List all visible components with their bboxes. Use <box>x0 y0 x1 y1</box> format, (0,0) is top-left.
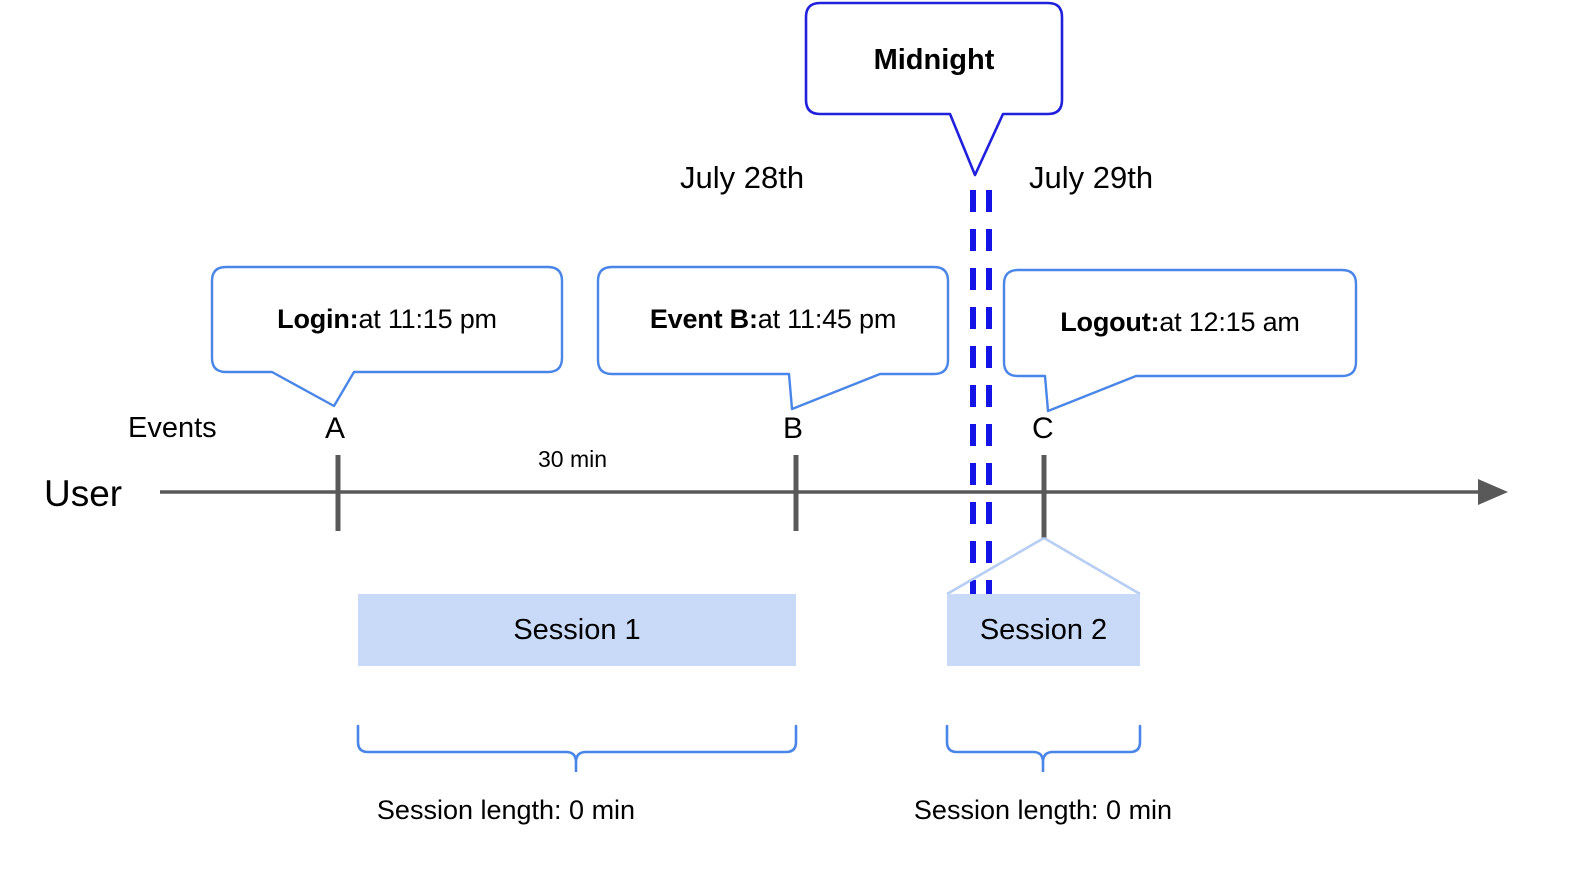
session-box-1: Session 1 <box>358 594 796 666</box>
row-label-user: User <box>44 473 123 514</box>
midnight-callout-shape <box>804 1 1064 177</box>
brace-session-1 <box>356 724 798 772</box>
callout-event-b-bold: Event B: <box>649 303 758 334</box>
event-marker-c: C <box>1032 412 1054 445</box>
callout-shape-login <box>210 265 564 408</box>
day-label-july-29: July 29th <box>1029 160 1154 195</box>
callout-shape-logout <box>1002 268 1358 413</box>
event-marker-a: A <box>325 412 346 445</box>
session-length-label-1: Session length: 0 min <box>376 795 636 825</box>
event-marker-b: B <box>783 412 804 445</box>
callout-shape-eventb <box>596 265 950 411</box>
callout-login: Login: at 11:15 pm <box>212 289 562 349</box>
callout-login-bold: Login: <box>277 303 359 334</box>
midnight-label: Midnight <box>873 43 995 76</box>
event-ticks <box>335 455 1047 538</box>
session2-funnel <box>946 536 1141 596</box>
callout-event-b: Event B: at 11:45 pm <box>598 289 948 349</box>
callout-event-b-rest: at 11:45 pm <box>757 303 897 334</box>
row-label-events: Events <box>128 412 217 444</box>
day-label-july-28: July 28th <box>680 160 805 195</box>
callout-logout-bold: Logout: <box>1060 306 1160 337</box>
midnight-dashed-lines <box>970 190 992 600</box>
callout-logout: Logout: at 12:15 am <box>1004 292 1356 352</box>
timeline-axis <box>160 479 1508 505</box>
session-length-label-2: Session length: 0 min <box>913 795 1173 825</box>
brace-session-2 <box>945 724 1142 772</box>
callout-logout-rest: at 12:15 am <box>1159 306 1300 337</box>
interval-label-30min: 30 min <box>538 446 608 472</box>
callout-login-rest: at 11:15 pm <box>358 303 497 334</box>
session-box-2: Session 2 <box>947 594 1140 666</box>
